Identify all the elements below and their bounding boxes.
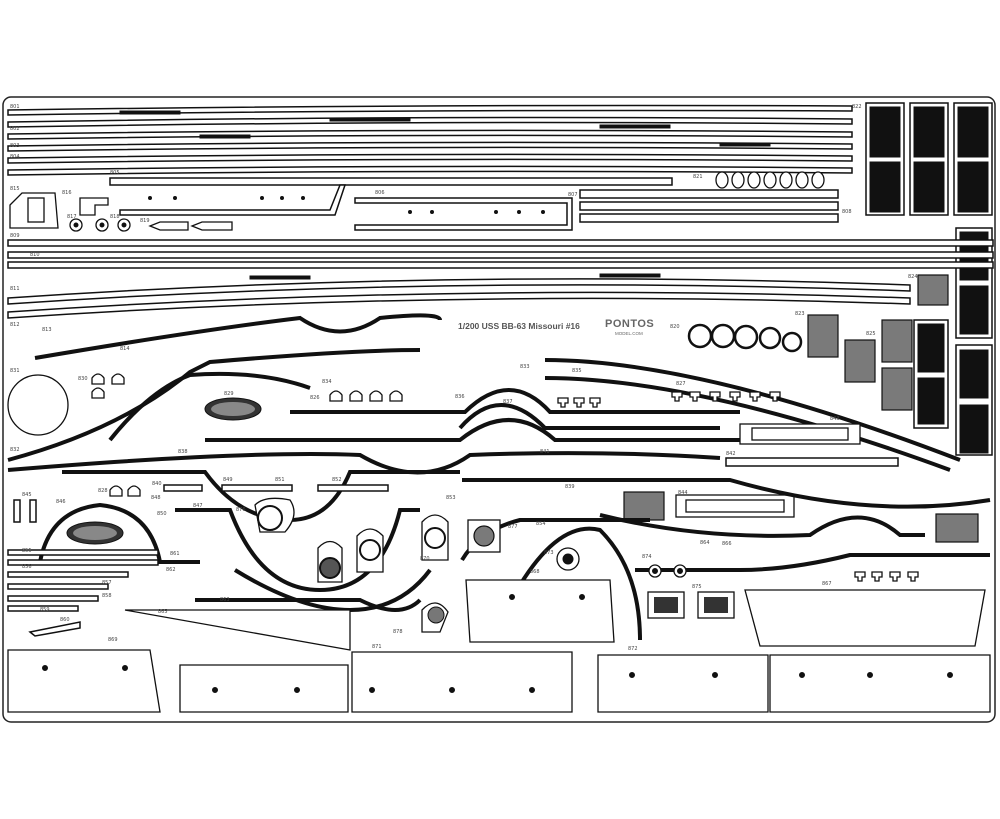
trays — [675, 423, 899, 518]
label-872: 872 — [628, 646, 638, 652]
label-807: 807 — [568, 192, 578, 198]
label-810: 810 — [30, 252, 40, 258]
label-875: 875 — [692, 584, 702, 590]
label-859: 859 — [40, 607, 50, 613]
small-hooks — [91, 373, 403, 497]
part-805-808 — [109, 177, 839, 231]
label-861: 861 — [170, 551, 180, 557]
label-822: 822 — [852, 104, 862, 110]
mechanisms — [254, 497, 735, 633]
label-868: 868 — [530, 569, 540, 575]
label-812: 812 — [10, 322, 20, 328]
part-829-mesh — [66, 397, 262, 545]
label-865: 865 — [158, 609, 168, 615]
part-820-rings — [687, 323, 803, 353]
label-820: 820 — [670, 324, 680, 330]
label-826: 826 — [310, 395, 320, 401]
label-803: 803 — [10, 143, 20, 149]
label-825: 825 — [866, 331, 876, 337]
label-804: 804 — [10, 154, 20, 160]
label-840: 840 — [152, 481, 162, 487]
part-822-grid — [865, 102, 993, 456]
label-832: 832 — [10, 447, 20, 453]
label-809: 809 — [10, 233, 20, 239]
label-831: 831 — [10, 368, 20, 374]
label-829: 829 — [224, 391, 234, 397]
label-855: 855 — [22, 548, 32, 554]
label-833: 833 — [520, 364, 530, 370]
part-815-816 — [9, 192, 233, 232]
label-877: 877 — [508, 524, 518, 530]
label-873: 873 — [544, 550, 554, 556]
label-850: 850 — [157, 511, 167, 517]
label-821: 821 — [693, 174, 703, 180]
part-831-disc — [7, 374, 69, 436]
label-856: 856 — [22, 564, 32, 570]
label-814: 814 — [120, 346, 130, 352]
label-847: 847 — [193, 503, 203, 509]
label-844: 844 — [678, 490, 688, 496]
part-821-rings — [715, 171, 825, 189]
label-824: 824 — [908, 274, 918, 280]
label-816: 816 — [62, 190, 72, 196]
label-830: 830 — [78, 376, 88, 382]
label-827: 827 — [676, 381, 686, 387]
label-870: 870 — [420, 556, 430, 562]
label-860: 860 — [60, 617, 70, 623]
part-labels: 801 802 803 804 805 806 807 808 809 810 … — [10, 104, 918, 652]
label-802: 802 — [10, 126, 20, 132]
label-867: 867 — [822, 581, 832, 587]
label-839: 839 — [565, 484, 575, 490]
label-851: 851 — [275, 477, 285, 483]
label-834: 834 — [322, 379, 332, 385]
label-845: 845 — [22, 492, 32, 498]
brand-logo: PONTOS — [605, 318, 654, 330]
label-817: 817 — [67, 214, 77, 220]
label-871: 871 — [372, 644, 382, 650]
label-869: 869 — [108, 637, 118, 643]
label-853: 853 — [446, 495, 456, 501]
label-864: 864 — [700, 540, 710, 546]
label-828: 828 — [98, 488, 108, 494]
label-857: 857 — [102, 580, 112, 586]
label-848: 848 — [151, 495, 161, 501]
label-862: 862 — [166, 567, 176, 573]
label-854: 854 — [536, 521, 546, 527]
label-874: 874 — [642, 554, 652, 560]
label-837: 837 — [503, 399, 513, 405]
label-815: 815 — [10, 186, 20, 192]
label-818: 818 — [110, 214, 120, 220]
label-805: 805 — [110, 170, 120, 176]
label-878: 878 — [393, 629, 403, 635]
label-838: 838 — [178, 449, 188, 455]
label-835: 835 — [572, 368, 582, 374]
label-858: 858 — [102, 593, 112, 599]
label-823: 823 — [795, 311, 805, 317]
label-849: 849 — [223, 477, 233, 483]
label-842: 842 — [726, 451, 736, 457]
part-813-814-arches — [7, 313, 961, 475]
label-811: 811 — [10, 286, 20, 292]
label-808: 808 — [842, 209, 852, 215]
label-841: 841 — [540, 449, 550, 455]
rails-middle — [7, 239, 994, 319]
small-bars — [7, 484, 389, 637]
label-813: 813 — [42, 327, 52, 333]
label-801: 801 — [10, 104, 20, 110]
label-846: 846 — [56, 499, 66, 505]
label-866: 866 — [722, 541, 732, 547]
rails-upper — [7, 104, 853, 176]
label-876: 876 — [236, 507, 246, 513]
label-843: 843 — [830, 416, 840, 422]
brand-subtitle: MODEL.COM — [615, 331, 643, 336]
label-806: 806 — [375, 190, 385, 196]
label-863: 863 — [220, 597, 230, 603]
label-836: 836 — [455, 394, 465, 400]
label-852: 852 — [332, 477, 342, 483]
grey-hatches — [623, 274, 979, 543]
plate-holes — [42, 594, 953, 693]
label-819: 819 — [140, 218, 150, 224]
sheet-title: 1/200 USS BB-63 Missouri #16 — [458, 321, 580, 331]
